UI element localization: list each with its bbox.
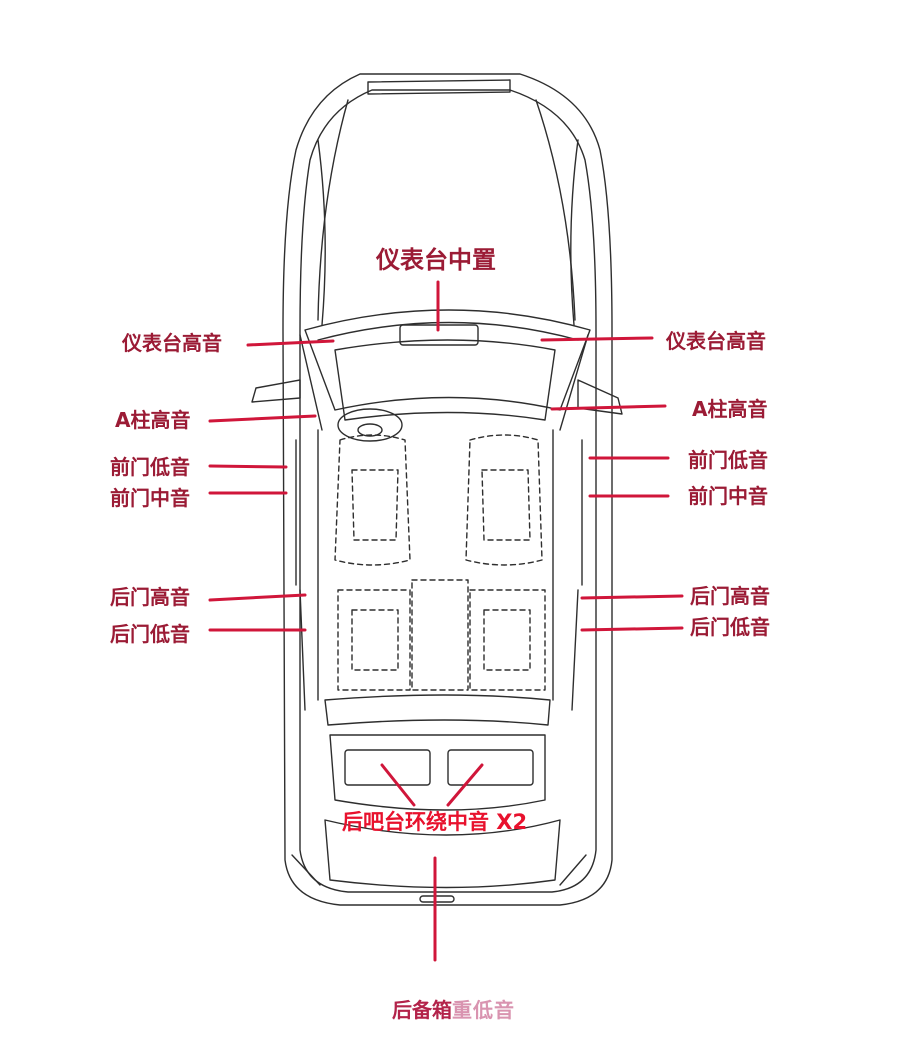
label-front-door-woofer-right: 前门低音 — [688, 448, 768, 472]
leader-rear-door-tweeter-right — [580, 594, 684, 600]
front-seat-left-inner — [351, 469, 399, 541]
label-trunk-ghost: 重低音 — [452, 998, 515, 1022]
leader-dash-tweeter-right — [540, 336, 654, 342]
label-trunk: 后备箱重低音 — [392, 998, 515, 1022]
label-a-pillar-right: A柱高音 — [692, 397, 768, 421]
hood-crease-left — [317, 99, 349, 321]
leader-a-pillar-left — [208, 414, 317, 423]
rear-door-left — [299, 589, 306, 711]
car-body-outline — [282, 73, 613, 906]
hood-crease-right — [535, 99, 576, 321]
steering-wheel — [337, 408, 403, 442]
car-body-inner-line — [299, 89, 597, 893]
label-trunk-prefix: 后备箱 — [392, 998, 452, 1022]
leader-rear-door-woofer-right — [580, 626, 684, 632]
front-seat-left — [334, 434, 411, 566]
rear-seat-middle — [411, 579, 469, 691]
label-rear-door-tweeter-right: 后门高音 — [690, 584, 770, 608]
steering-hub — [357, 423, 383, 437]
windshield — [304, 309, 591, 411]
trunk-lid — [324, 819, 561, 889]
label-rear-door-woofer-right: 后门低音 — [690, 615, 770, 639]
leader-dash-tweeter-left — [246, 339, 335, 347]
rear-window — [324, 694, 551, 726]
rear-seat-left — [337, 589, 411, 691]
label-front-door-woofer-left: 前门低音 — [110, 455, 190, 479]
hood-line-left — [317, 139, 326, 326]
label-front-door-mid-left: 前门中音 — [110, 486, 190, 510]
a-pillar-left — [299, 334, 323, 431]
rear-seat-right-inner — [483, 609, 531, 671]
leader-a-pillar-right — [550, 404, 667, 411]
dashboard — [334, 339, 556, 421]
label-rear-deck-surround: 后吧台环绕中音 X2 — [342, 810, 528, 834]
label-dash-tweeter-right: 仪表台高音 — [666, 329, 766, 353]
tail-light-left — [291, 854, 321, 886]
label-front-door-mid-right: 前门中音 — [688, 484, 768, 508]
leader-rear-deck-left — [380, 763, 416, 807]
rear-badge — [419, 895, 455, 903]
tail-light-right — [559, 854, 587, 886]
mirror-right — [577, 379, 623, 415]
a-pillar-right — [559, 334, 589, 431]
rear-deck — [329, 734, 546, 811]
label-dash-center: 仪表台中置 — [376, 246, 496, 274]
leader-rear-deck-right — [446, 763, 484, 807]
rear-deck-speaker-left — [344, 749, 431, 786]
hood-line-right — [570, 139, 579, 326]
leader-front-door-woofer-left — [208, 464, 288, 469]
mirror-left — [251, 379, 301, 403]
rear-door-right — [571, 589, 579, 711]
rear-deck-speaker-right — [447, 749, 534, 786]
label-rear-door-tweeter-left: 后门高音 — [110, 585, 190, 609]
windshield-inner — [317, 321, 579, 341]
label-a-pillar-left: A柱高音 — [115, 408, 191, 432]
rear-seat-right — [469, 589, 546, 691]
label-dash-tweeter-left: 仪表台高音 — [122, 331, 222, 355]
front-seat-right-inner — [481, 469, 531, 541]
label-rear-door-woofer-left: 后门低音 — [110, 622, 190, 646]
front-grille-strip — [367, 79, 511, 95]
rear-seat-left-inner — [351, 609, 399, 671]
leader-rear-door-tweeter-left — [208, 593, 307, 602]
front-seat-right — [465, 434, 543, 566]
